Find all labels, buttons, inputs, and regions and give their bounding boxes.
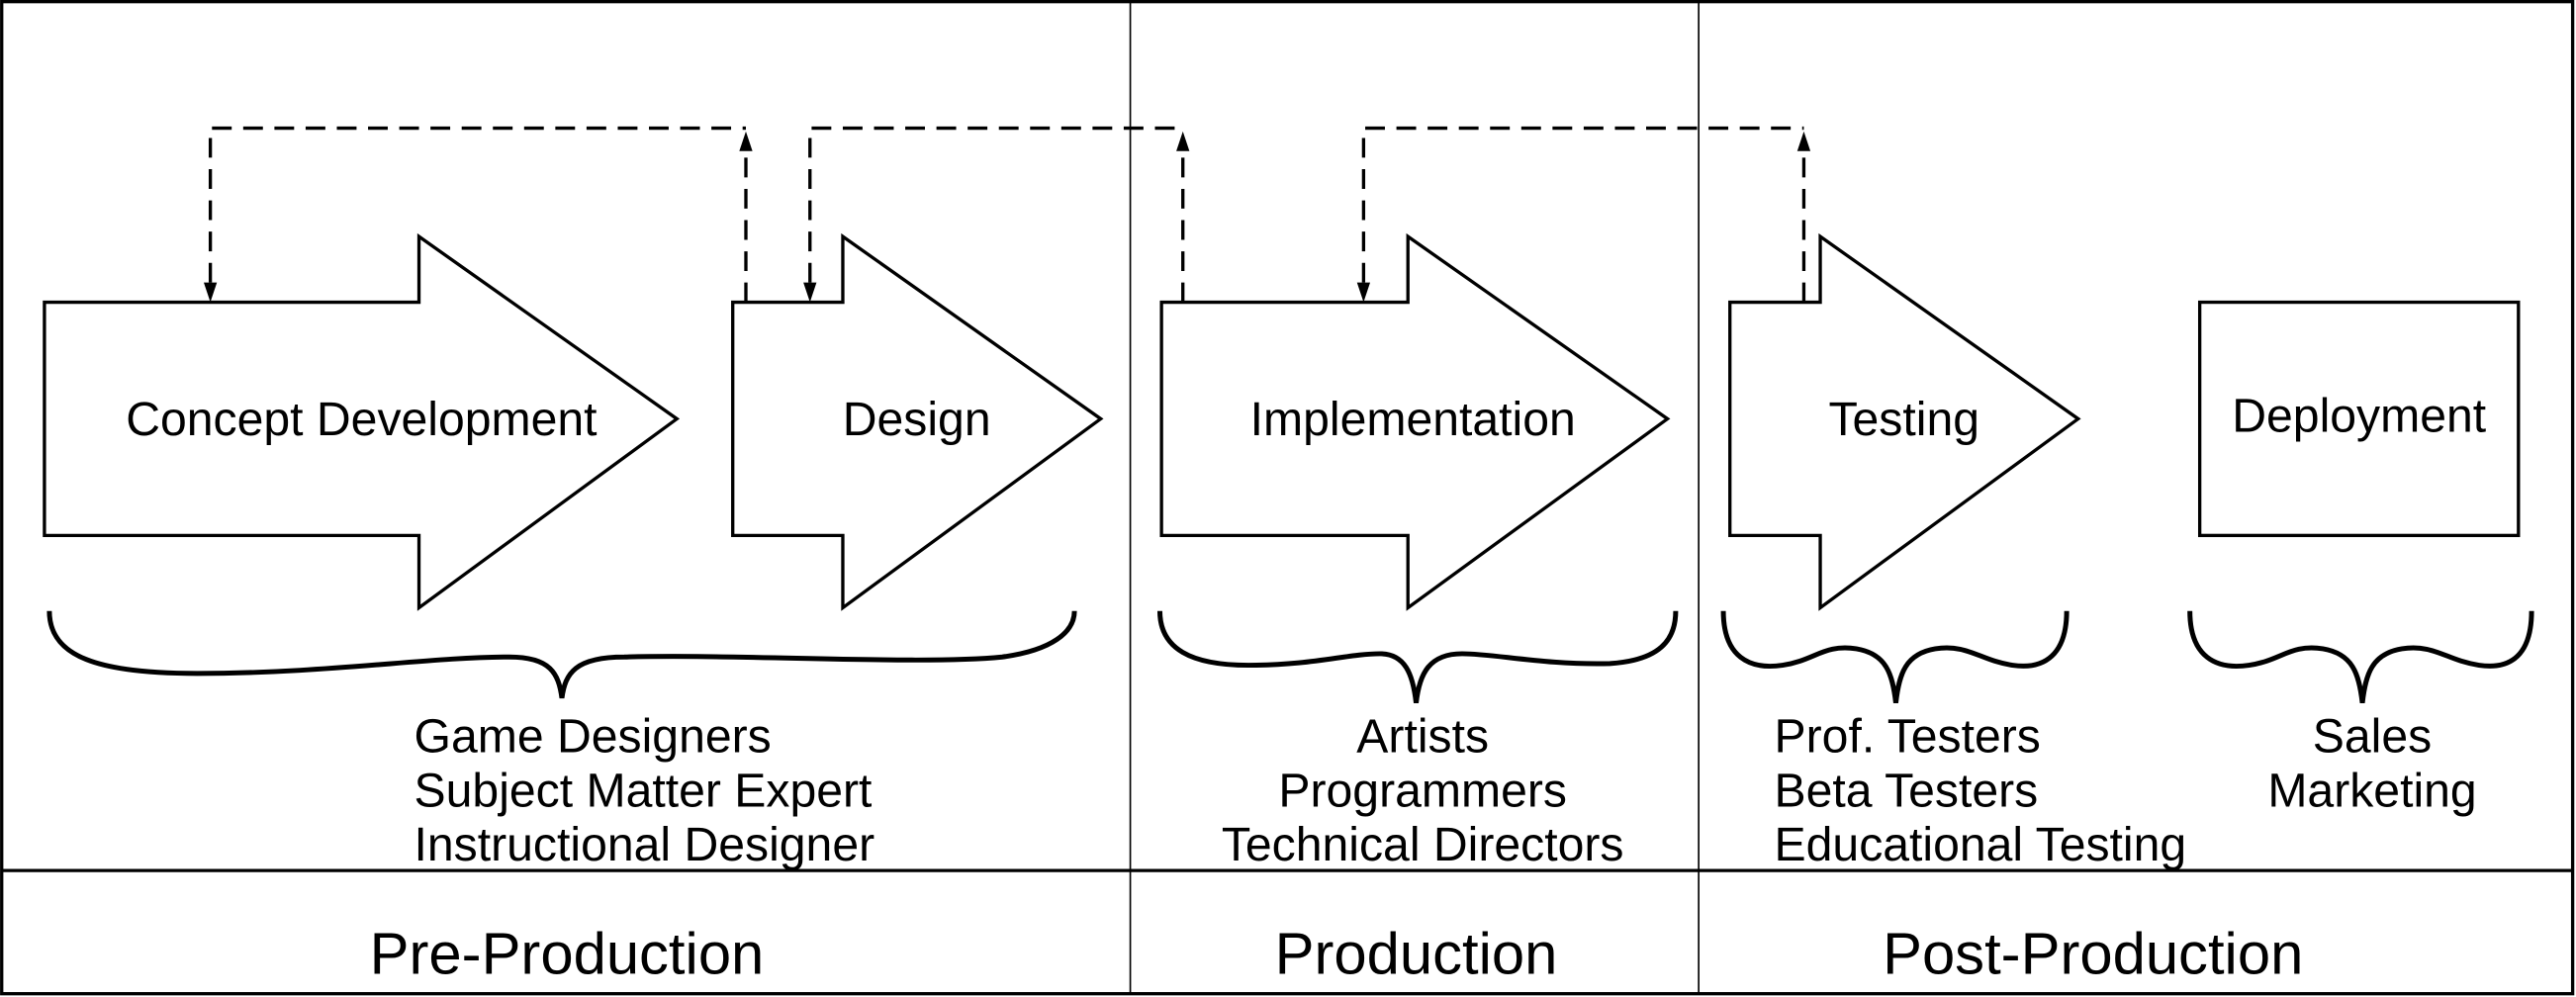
brace-deployment [2187,610,2534,704]
stage-implementation: Implementation [1159,232,1671,611]
role: Educational Testing [1775,818,2187,871]
feedback-arrow-implementation-testing [1356,126,1811,303]
role: Subject Matter Expert [414,764,874,817]
group-testing-roles: Prof. Testers Beta Testers Educational T… [1775,710,2187,872]
role: Technical Directors [1222,818,1624,871]
role: Artists [1356,710,1489,764]
group-production-roles: Artists Programmers Technical Directors [1222,710,1624,872]
stage-testing: Testing [1728,232,2081,611]
phase-post-production: Post-Production [1883,921,2303,987]
brace-pre-production [46,610,1077,699]
role: Game Designers [414,710,772,764]
stage-design: Design [731,232,1104,611]
feedback-arrow-design-implementation [803,126,1190,303]
group-pre-production-roles: Game Designers Subject Matter Expert Ins… [414,710,875,872]
feedback-arrow-concept-design [203,126,753,303]
role: Instructional Designer [414,818,875,871]
phase-pre-production: Pre-Production [370,921,765,987]
brace-production [1156,610,1679,704]
stage-label: Testing [1828,393,1979,446]
phase-production: Production [1275,921,1558,987]
stage-label: Deployment [2232,390,2487,443]
stage-concept-development: Concept Development [43,232,681,611]
role: Beta Testers [1775,764,2039,817]
role: Programmers [1278,764,1567,817]
stage-label: Design [843,393,991,446]
stage-label: Concept Development [126,393,598,446]
stage-deployment: Deployment [2197,300,2521,538]
stage-label: Implementation [1250,393,1576,446]
role: Prof. Testers [1775,710,2041,764]
brace-testing [1720,610,2070,704]
group-deployment-roles: Sales Marketing [2267,710,2476,818]
role: Marketing [2267,764,2476,817]
role: Sales [2313,710,2432,764]
